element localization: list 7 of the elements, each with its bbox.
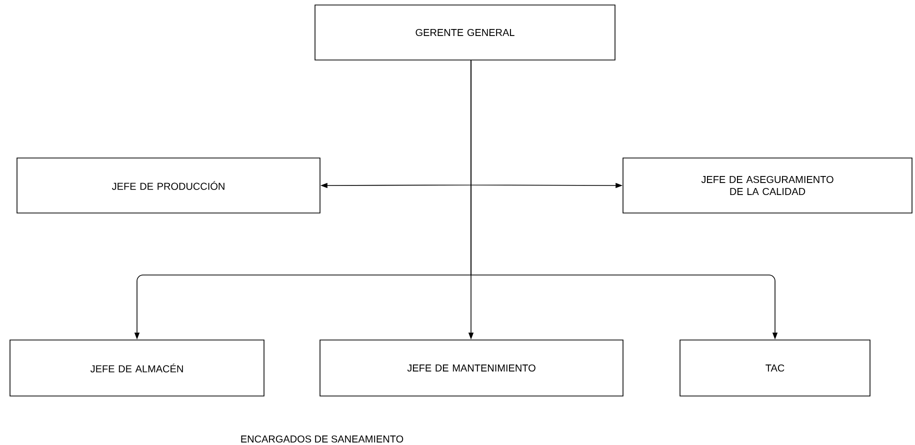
org-box: JEFE DE ALMACÉN [10,340,264,396]
org-box: GERENTE GENERAL [314,4,616,60]
org-box: TAC [680,340,870,396]
org-box: JEFE DE ASEGURAMIENTO DE LA CALIDAD [622,158,912,214]
note-text: ENCARGADOS DE SANEAMIENTO [241,435,404,443]
org-box: JEFE DE MANTENIMIENTO [320,340,624,396]
org-box: JEFE DE PRODUCCIÓN [16,158,320,214]
